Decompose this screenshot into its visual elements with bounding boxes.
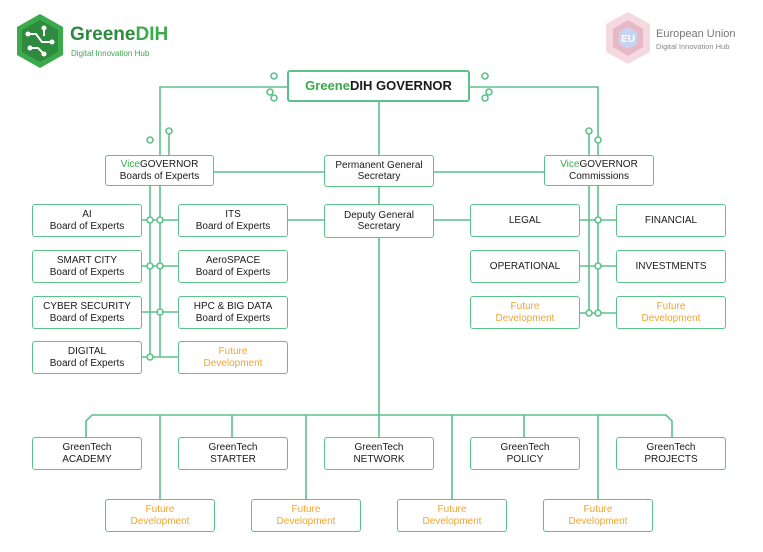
unit-projects-line2: PROJECTS xyxy=(644,453,698,465)
governor-prefix: Greene xyxy=(305,77,350,93)
vice-left-suffix: GOVERNOR xyxy=(139,159,199,170)
board-its-line1: ITS xyxy=(225,209,241,220)
unit-network-line2: NETWORK xyxy=(353,453,405,465)
eu-logo: EU European Union Digital Innovation Hub xyxy=(603,10,758,70)
unit-starter-line1: GreenTech xyxy=(208,442,258,453)
commission-legal-label: LEGAL xyxy=(508,214,542,226)
commission-future-a-line1: Future xyxy=(510,301,540,312)
board-smart-city-line1: SMART CITY xyxy=(56,255,118,266)
board-ai-line1: AI xyxy=(82,209,92,220)
board-future-line1: Future xyxy=(218,346,248,357)
commission-future-a-line2: Development xyxy=(495,312,555,324)
unit-future-4-line2: Development xyxy=(568,515,628,527)
vice-right-line2: Commissions xyxy=(568,170,629,182)
eu-badge: EU xyxy=(621,34,635,45)
board-digital-line2: Board of Experts xyxy=(49,357,125,369)
commission-future-b-line2: Development xyxy=(641,312,701,324)
unit-future-2-line2: Development xyxy=(276,515,336,527)
unit-future-1-line1: Future xyxy=(145,504,175,515)
vice-left-prefix: Vice xyxy=(120,159,140,170)
governor-box: GreeneDIH GOVERNOR xyxy=(287,70,470,102)
unit-future-1-line2: Development xyxy=(130,515,190,527)
greenedih-logo: GreeneDIH Digital Innovation Hub xyxy=(14,12,194,72)
perm-line1: Permanent General xyxy=(335,159,423,171)
board-hpc-line1: HPC & BIG DATA xyxy=(193,301,273,312)
commission-financial-label: FINANCIAL xyxy=(644,214,698,226)
deputy-line2: Secretary xyxy=(357,221,401,232)
eu-hexagon-logo: EU xyxy=(606,12,650,64)
commission-financial-box: FINANCIAL xyxy=(616,204,726,237)
brand-subtitle: Digital Innovation Hub xyxy=(71,49,150,58)
vice-left-line2: Boards of Experts xyxy=(119,170,200,182)
unit-policy-line1: GreenTech xyxy=(500,442,550,453)
commission-operational-box: OPERATIONAL xyxy=(470,250,580,283)
brand-name: GreeneDIH xyxy=(70,24,169,45)
commission-investments-box: INVESTMENTS xyxy=(616,250,726,283)
unit-academy-line1: GreenTech xyxy=(62,442,112,453)
board-cyber-line1: CYBER SECURITY xyxy=(43,301,131,312)
board-smart-city-line2: Board of Experts xyxy=(49,266,125,278)
eu-logo-line1: European Union xyxy=(656,28,736,40)
governor-suffix: DIH GOVERNOR xyxy=(349,77,452,93)
board-aerospace-line2: Board of Experts xyxy=(195,266,271,278)
deputy-line1: Deputy General xyxy=(343,209,415,221)
unit-policy-line2: POLICY xyxy=(506,453,544,465)
vice-right-suffix: GOVERNOR xyxy=(579,159,638,170)
unit-future-3-line1: Future xyxy=(437,504,467,515)
unit-future-3-line2: Development xyxy=(422,515,482,527)
commission-future-b-line1: Future xyxy=(656,301,686,312)
commission-legal-box: LEGAL xyxy=(470,204,580,237)
vice-right-prefix: Vice xyxy=(560,159,580,170)
board-its-line2: Board of Experts xyxy=(195,220,271,232)
board-future-line2: Development xyxy=(203,357,263,369)
circuit-hexagon-icon xyxy=(17,14,63,68)
unit-future-4-line1: Future xyxy=(583,504,613,515)
unit-network-line1: GreenTech xyxy=(354,442,404,453)
board-ai-line2: Board of Experts xyxy=(49,220,125,232)
commission-operational-label: OPERATIONAL xyxy=(489,260,561,272)
board-digital-line1: DIGITAL xyxy=(67,346,107,357)
board-aerospace-line1: AeroSPACE xyxy=(205,255,261,266)
commission-investments-label: INVESTMENTS xyxy=(635,260,707,272)
board-cyber-line2: Board of Experts xyxy=(49,312,125,324)
unit-academy-line2: ACADEMY xyxy=(62,453,112,465)
eu-logo-line2: Digital Innovation Hub xyxy=(656,42,730,51)
perm-line2: Secretary xyxy=(357,171,401,182)
unit-projects-line1: GreenTech xyxy=(646,442,696,453)
board-hpc-line2: Board of Experts xyxy=(195,312,271,324)
unit-future-2-line1: Future xyxy=(291,504,321,515)
unit-starter-line2: STARTER xyxy=(210,453,256,465)
